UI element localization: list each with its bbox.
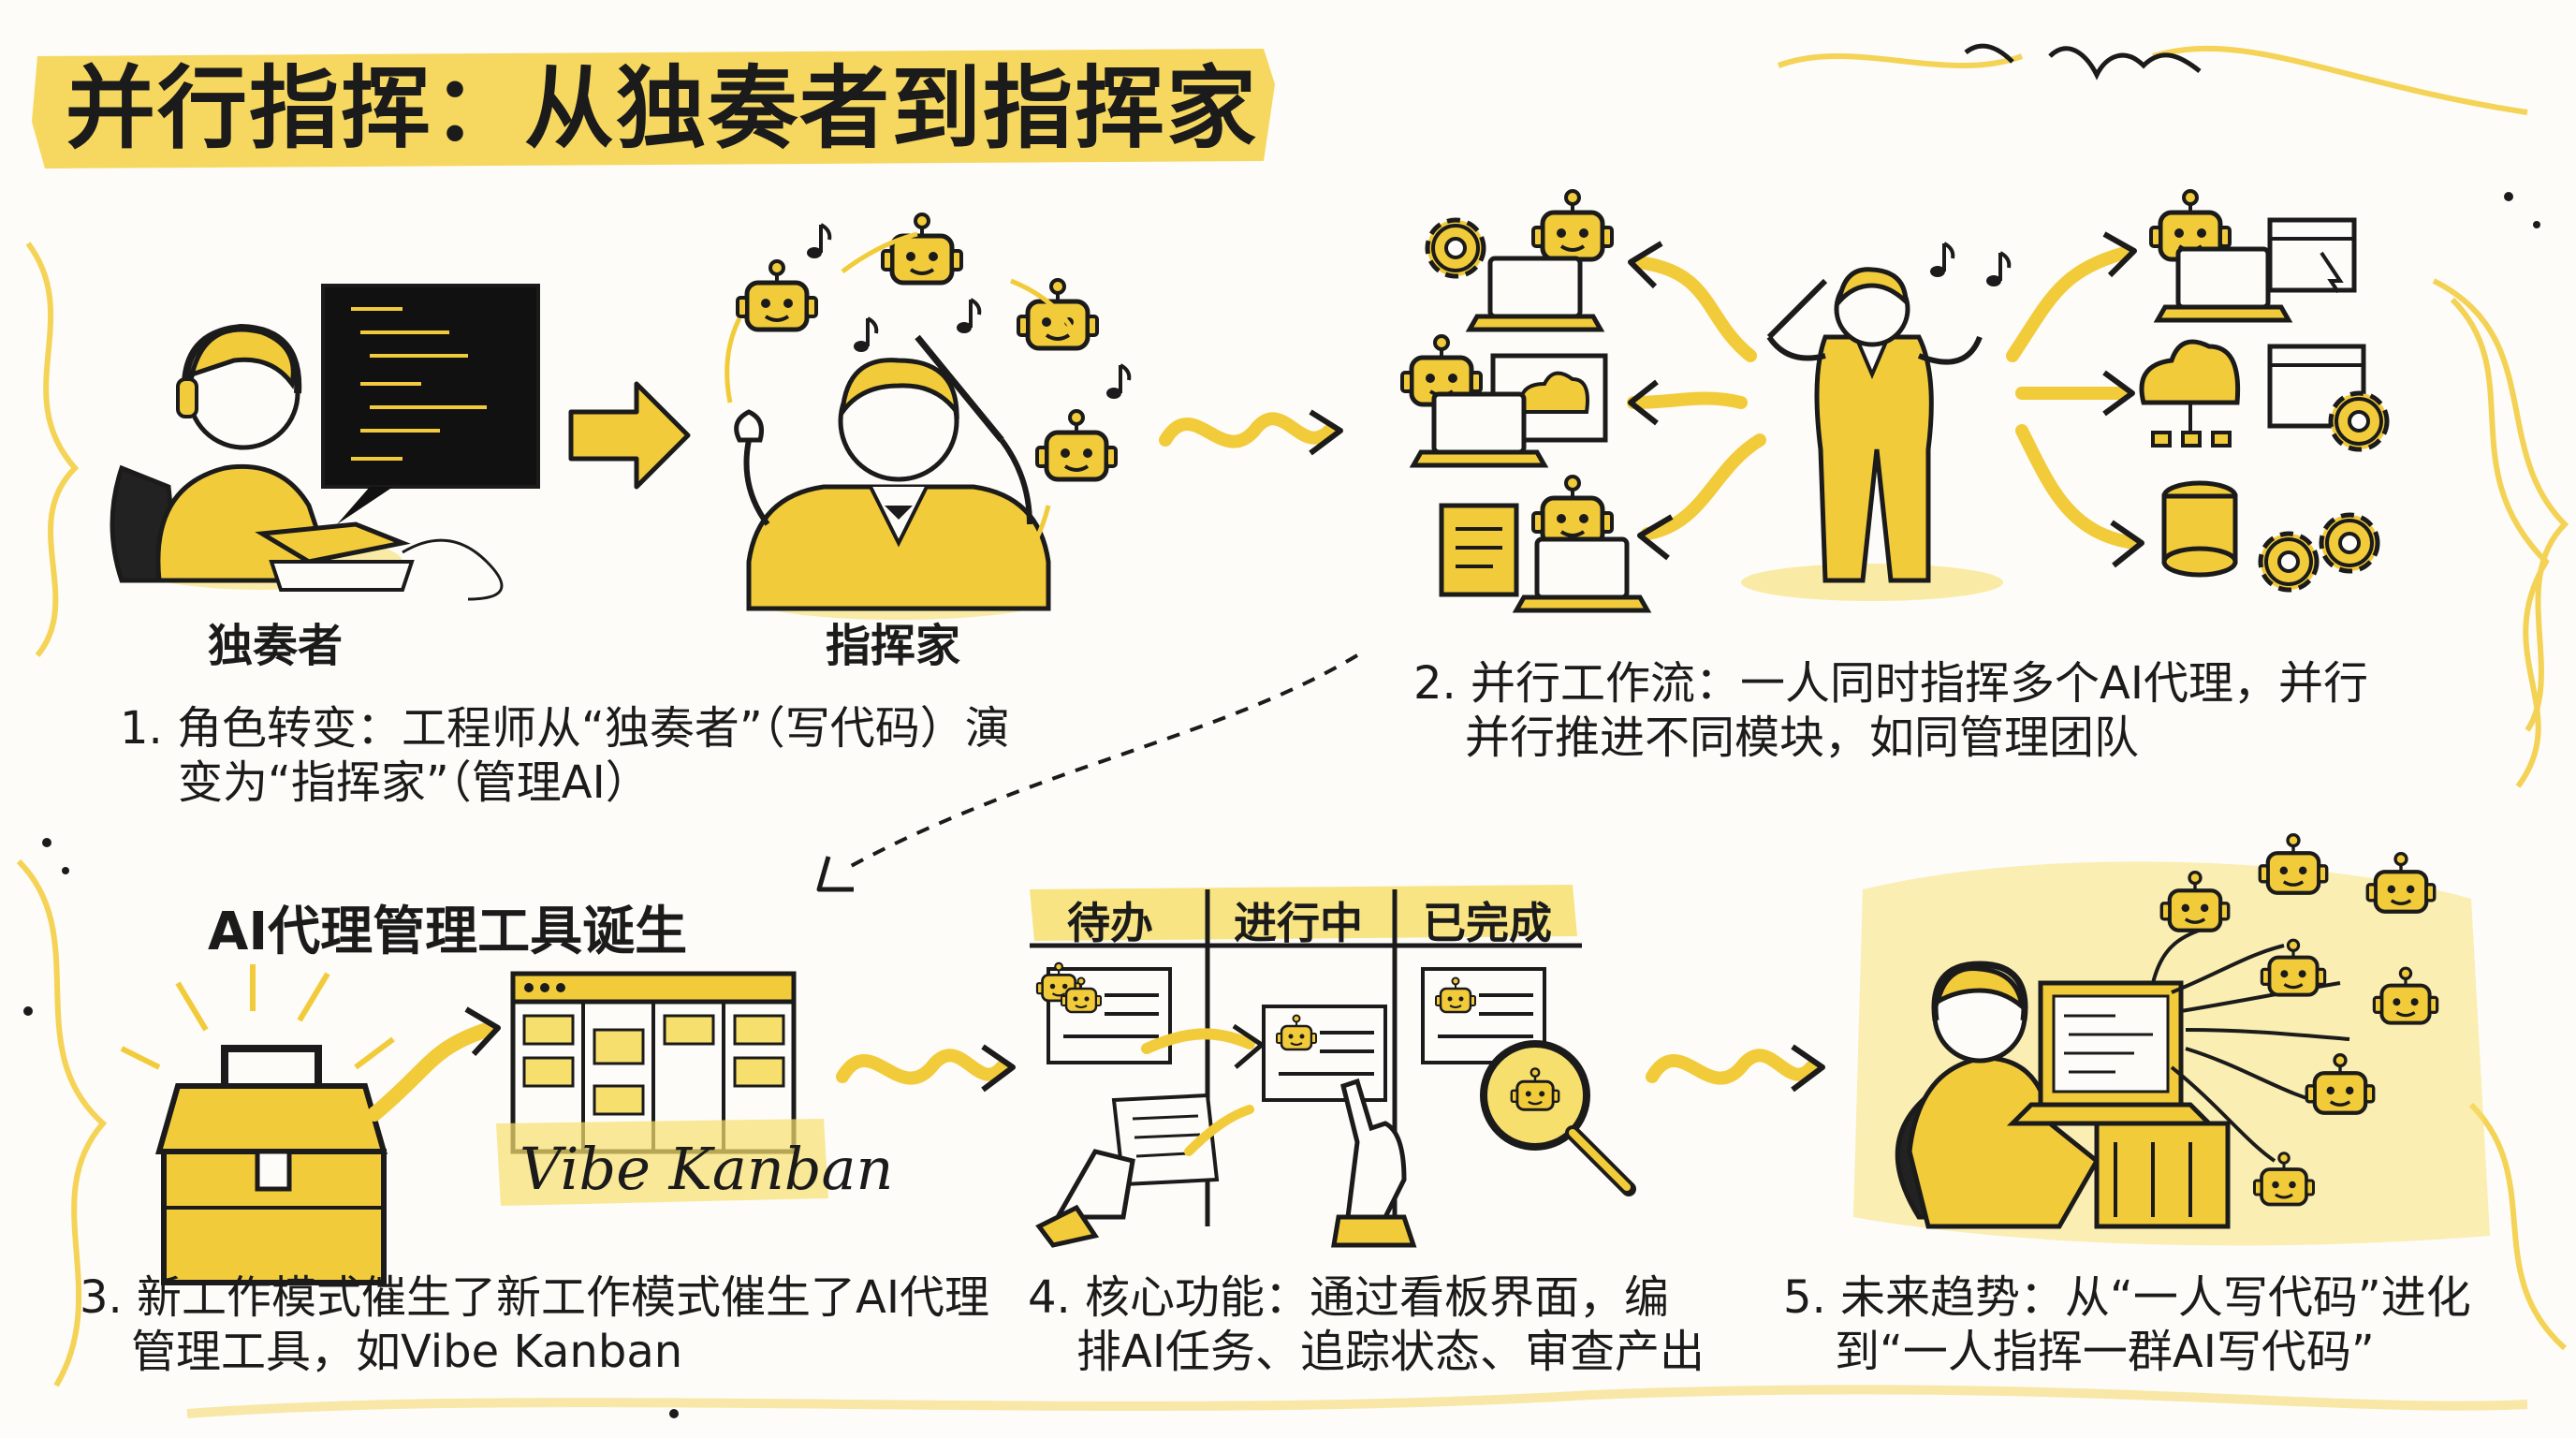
squiggle-arrow-2	[836, 1044, 1016, 1093]
parallel-workflow-illustration	[1402, 191, 2387, 610]
panel3-heading: AI代理管理工具诞生	[208, 902, 688, 962]
soloist-label: 独奏者	[208, 620, 344, 672]
conductor-illustration	[724, 214, 1132, 620]
top-right-ink-scribble	[1964, 43, 2202, 81]
caption-5-line1: 5. 未来趋势：从“一人写代码”进化	[1783, 1271, 2471, 1324]
caption-5-line2: 到“一人指挥一群AI写代码”	[1835, 1326, 2375, 1378]
toolbox-illustration	[120, 964, 395, 1285]
vibe-kanban-label: Vibe Kanban	[520, 1135, 894, 1203]
caption-2-line1: 2. 并行工作流：一人同时指挥多个AI代理，并行	[1413, 657, 2369, 710]
kanban-column-todo: 待办	[1067, 898, 1153, 948]
vibe-kanban-highlight	[496, 1119, 828, 1206]
caption-1-line2: 变为“指挥家”（管理AI）	[178, 756, 651, 809]
caption-3-line1: 3. 新工作模式催生了新工作模式催生了AI代理	[80, 1271, 990, 1324]
kanban-board-illustration	[1030, 885, 1636, 1248]
caption-4-line2: 排AI任务、追踪状态、审查产出	[1076, 1326, 1705, 1378]
arrow-solo-to-conductor	[568, 381, 691, 490]
dashed-arrow-to-panel3	[816, 653, 1359, 892]
title-highlight	[32, 49, 1275, 169]
page-title: 并行指挥：从独奏者到指挥家	[66, 56, 1258, 161]
future-illustration	[1853, 835, 2490, 1246]
squiggle-arrow-3	[1646, 1044, 1825, 1093]
caption-2-line2: 并行推进不同模块，如同管理团队	[1465, 712, 2140, 764]
kanban-column-done: 已完成	[1423, 898, 1552, 948]
kanban-column-in-progress: 进行中	[1234, 898, 1363, 948]
caption-1-line1: 1. 角色转变：工程师从“独奏者”（写代码）演	[120, 702, 1010, 755]
caption-3-line2: 管理工具，如Vibe Kanban	[131, 1326, 683, 1378]
soloist-illustration	[110, 284, 540, 601]
caption-4-line1: 4. 核心功能：通过看板界面，编	[1028, 1271, 1670, 1324]
arrow-toolbox-to-kanban	[367, 1006, 501, 1122]
ink-dots	[23, 192, 2540, 1418]
decorative-scribbles	[16, 45, 2569, 1418]
squiggle-arrow-1	[1159, 409, 1343, 456]
conductor-label: 指挥家	[826, 620, 961, 672]
